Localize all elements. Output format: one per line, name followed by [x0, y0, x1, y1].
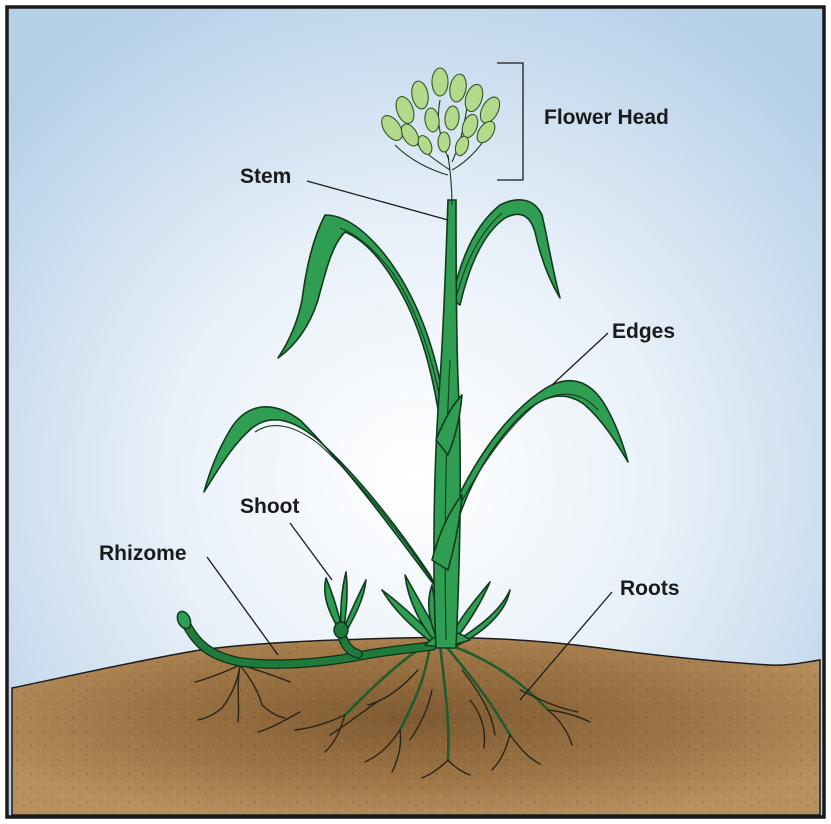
label-rhizome: Rhizome — [99, 542, 187, 565]
label-flower-head: Flower Head — [544, 106, 669, 129]
soil — [12, 637, 820, 815]
label-edges: Edges — [612, 320, 675, 343]
label-stem: Stem — [240, 165, 291, 188]
label-shoot: Shoot — [240, 495, 299, 518]
label-roots: Roots — [620, 577, 680, 600]
